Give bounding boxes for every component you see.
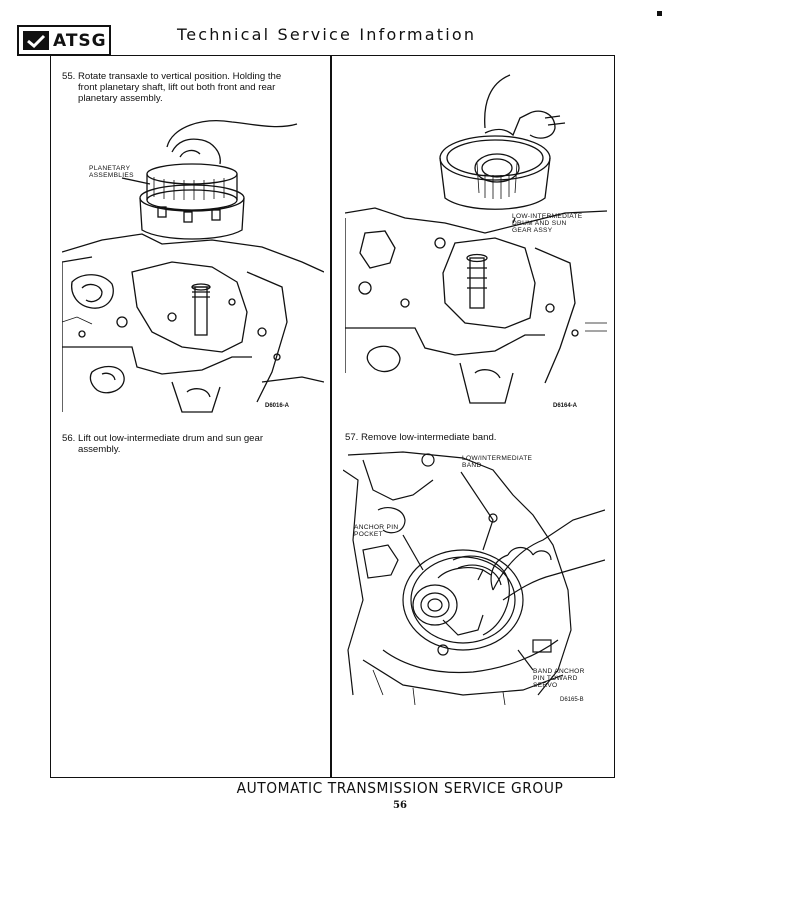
step-text: planetary assembly. <box>78 93 163 104</box>
step-56: 56.Lift out low-intermediate drum and su… <box>62 433 317 455</box>
callout-text: ASSEMBLIES <box>89 172 134 179</box>
step-number: 57. <box>345 432 359 443</box>
callout-text: GEAR ASSY <box>512 227 553 234</box>
callout-text: BAND <box>462 462 482 469</box>
checkmark-icon <box>23 31 49 50</box>
callout-text: DRUM AND SUN <box>512 220 567 227</box>
step-text: Lift out low-intermediate drum and sun g… <box>78 433 264 444</box>
callout-anchor-pocket: ANCHOR PIN POCKET <box>354 524 398 538</box>
callout-band: LOW/INTERMEDIATE BAND <box>462 455 532 469</box>
callout-text: SERVO <box>533 682 558 689</box>
step-text: Remove low-intermediate band. <box>361 432 497 443</box>
step-55: 55.Rotate transaxle to vertical position… <box>62 71 317 104</box>
column-divider <box>330 55 332 778</box>
content-frame <box>50 55 615 778</box>
callout-anchor-pin: BAND ANCHOR PIN TOWARD SERVO <box>533 668 585 689</box>
figure-id: D6016-A <box>265 403 290 409</box>
figure-id: D6164-A <box>553 403 578 409</box>
figure-band-removal <box>343 451 605 705</box>
page-title: Technical Service Information <box>177 25 477 44</box>
callout-text: POCKET <box>354 531 383 538</box>
corner-mark <box>657 11 662 16</box>
callout-planetary: PLANETARY ASSEMBLIES <box>89 165 134 179</box>
callout-drum: LOW-INTERMEDIATE DRUM AND SUN GEAR ASSY <box>512 213 583 234</box>
step-number: 55. <box>62 71 76 82</box>
callout-text: PLANETARY <box>89 165 131 172</box>
logo-text: ATSG <box>53 30 107 51</box>
figure-planetary-removal <box>62 120 324 413</box>
step-text: front planetary shaft, lift out both fro… <box>78 82 276 93</box>
callout-text: LOW-INTERMEDIATE <box>512 213 583 220</box>
callout-text: ANCHOR PIN <box>354 524 399 531</box>
callout-text: LOW/INTERMEDIATE <box>462 455 533 462</box>
page-number: 56 <box>393 800 407 811</box>
step-text: Rotate transaxle to vertical position. H… <box>78 71 282 82</box>
figure-id: D6165-B <box>560 697 584 703</box>
step-text: assembly. <box>78 444 121 455</box>
step-57: 57.Remove low-intermediate band. <box>345 432 600 443</box>
atsg-logo: ATSG <box>17 25 111 56</box>
footer-org: AUTOMATIC TRANSMISSION SERVICE GROUP <box>236 779 564 797</box>
callout-text: BAND ANCHOR <box>533 668 585 675</box>
callout-text: PIN TOWARD <box>533 675 578 682</box>
figure-drum-removal <box>345 74 607 404</box>
step-number: 56. <box>62 433 76 444</box>
